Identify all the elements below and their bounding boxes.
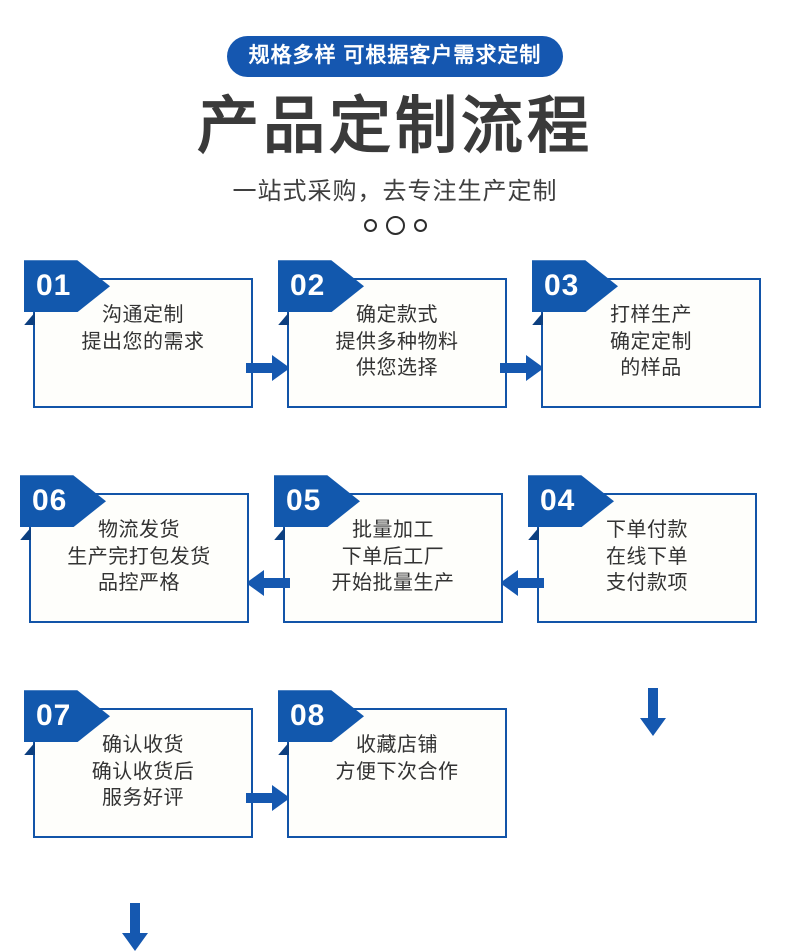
flow-cell-step-08: 08 收藏店铺 方便下次合作 — [278, 688, 507, 839]
flow-step-text-01: 沟通定制 提出您的需求 — [35, 302, 251, 355]
flow-gap — [503, 473, 537, 474]
flow-step-card-07[interactable]: 07 确认收货 确认收货后 服务好评 — [24, 690, 290, 839]
step-line: 确定定制 — [610, 330, 692, 353]
flow-gap — [249, 473, 283, 474]
page-title: 产品定制流程 — [196, 92, 593, 161]
step-badge-fold-06 — [20, 527, 31, 541]
step-line: 的样品 — [620, 356, 682, 379]
arrow-down-icon-03-to-04 — [640, 688, 666, 737]
step-badge-fold-03 — [532, 312, 543, 326]
arrow-down-icon-06-to-07 — [122, 903, 148, 951]
arrow-left-icon-05-to-06 — [246, 570, 290, 597]
flow-step-card-04[interactable]: 04 下单付款 在线下单 支付款项 — [500, 475, 757, 624]
step-badge-fold-07 — [24, 742, 35, 756]
step-line: 打样生产 — [610, 304, 692, 327]
flow-step-card-05[interactable]: 05 批量加工 下单后工厂 开始批量生产 — [246, 475, 503, 624]
decor-circle-small-left — [363, 218, 377, 232]
step-line: 供您选择 — [356, 356, 438, 379]
flow-cell-step-07: 07 确认收货 确认收货后 服务好评 — [24, 688, 290, 839]
flow-step-text-03: 打样生产 确定定制 的样品 — [543, 302, 759, 381]
step-badge-fold-01 — [24, 312, 35, 326]
step-line: 方便下次合作 — [335, 760, 459, 783]
flow-step-text-02: 确定款式 提供多种物料 供您选择 — [289, 302, 505, 381]
step-badge-fold-08 — [278, 742, 289, 756]
flow-row-3: 07 确认收货 确认收货后 服务好评 — [0, 688, 790, 903]
step-line: 确定款式 — [356, 304, 438, 327]
arrow-right-icon-01-to-02 — [246, 355, 290, 382]
step-line: 批量加工 — [352, 519, 434, 542]
step-line: 开始批量生产 — [331, 571, 455, 594]
arrow-left-icon-04-to-05 — [500, 570, 544, 597]
flow-cell-step-04: 04 下单付款 在线下单 支付款项 — [500, 473, 757, 624]
flow-step-text-04: 下单付款 在线下单 支付款项 — [539, 517, 755, 596]
step-line: 下单付款 — [606, 519, 688, 542]
step-line: 物流发货 — [98, 519, 180, 542]
flow-steps-grid: 01 沟通定制 提出您的需求 02 — [0, 258, 790, 951]
flow-cell-step-02: 02 确定款式 提供多种物料 供您选择 — [278, 258, 544, 409]
step-badge-fold-05 — [274, 527, 285, 541]
flow-gap — [253, 688, 287, 689]
flow-cell-step-05: 05 批量加工 下单后工厂 开始批量生产 — [246, 473, 503, 624]
flow-step-card-02[interactable]: 02 确定款式 提供多种物料 供您选择 — [278, 260, 544, 409]
step-line: 确认收货 — [102, 734, 184, 757]
decorative-dots — [0, 214, 790, 236]
flow-cell-step-03: 03 打样生产 确定定制 的样品 — [532, 258, 761, 409]
header-badge-pill: 规格多样 可根据客户需求定制 — [226, 36, 564, 77]
flow-step-text-06: 物流发货 生产完打包发货 品控严格 — [31, 517, 247, 596]
step-line: 确认收货后 — [91, 760, 195, 783]
flow-cell-step-06: 06 物流发货 生产完打包发货 品控严格 — [20, 473, 249, 624]
flow-gap — [507, 258, 541, 259]
flow-step-text-08: 收藏店铺 方便下次合作 — [289, 732, 505, 785]
step-badge-fold-04 — [528, 527, 539, 541]
flow-step-card-03[interactable]: 03 打样生产 确定定制 的样品 — [532, 260, 761, 409]
arrow-right-icon-02-to-03 — [500, 355, 544, 382]
flow-gap — [507, 688, 541, 689]
step-line: 沟通定制 — [102, 304, 184, 327]
flow-row-2: 04 下单付款 在线下单 支付款项 — [0, 473, 790, 688]
flow-cell-step-01: 01 沟通定制 提出您的需求 — [24, 258, 290, 409]
step-line: 提出您的需求 — [81, 330, 205, 353]
step-line: 生产完打包发货 — [67, 545, 211, 568]
flow-step-card-01[interactable]: 01 沟通定制 提出您的需求 — [24, 260, 290, 409]
flow-gap — [253, 258, 287, 259]
arrow-right-icon-07-to-08 — [246, 785, 290, 812]
step-line: 服务好评 — [102, 786, 184, 809]
decor-circle-large-center — [385, 215, 405, 235]
flow-step-text-05: 批量加工 下单后工厂 开始批量生产 — [285, 517, 501, 596]
decor-circle-small-right — [413, 218, 427, 232]
flow-step-card-08[interactable]: 08 收藏店铺 方便下次合作 — [278, 690, 507, 839]
step-line: 下单后工厂 — [341, 545, 445, 568]
flow-row-1: 01 沟通定制 提出您的需求 02 — [0, 258, 790, 473]
step-line: 品控严格 — [98, 571, 180, 594]
step-line: 在线下单 — [606, 545, 688, 568]
page-subtitle: 一站式采购，去专注生产定制 — [232, 178, 558, 206]
step-badge-fold-02 — [278, 312, 289, 326]
flow-step-card-06[interactable]: 06 物流发货 生产完打包发货 品控严格 — [20, 475, 249, 624]
step-line: 收藏店铺 — [356, 734, 438, 757]
flow-step-text-07: 确认收货 确认收货后 服务好评 — [35, 732, 251, 811]
step-line: 支付款项 — [606, 571, 688, 594]
step-line: 提供多种物料 — [335, 330, 459, 353]
page-header: 规格多样 可根据客户需求定制 产品定制流程 一站式采购，去专注生产定制 — [0, 0, 790, 236]
